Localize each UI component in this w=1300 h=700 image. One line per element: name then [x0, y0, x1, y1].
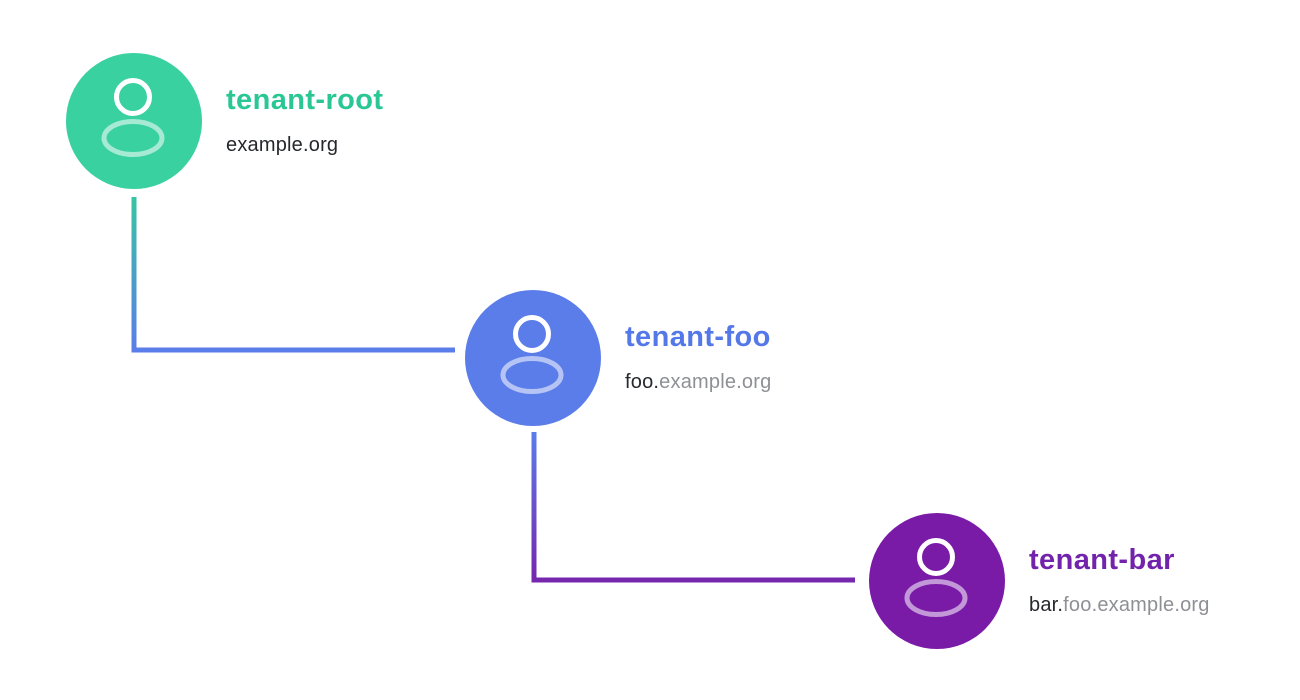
- user-icon-body: [500, 356, 564, 394]
- tenant-labels: tenant-foo foo.example.org: [625, 320, 771, 395]
- tenant-name-label: tenant-foo: [625, 320, 771, 353]
- tenant-labels: tenant-bar bar.foo.example.org: [1029, 543, 1210, 618]
- tenant-domain-suffix: foo.example.org: [1063, 594, 1210, 617]
- user-icon: [101, 78, 165, 157]
- tenant-domain-label: bar.foo.example.org: [1029, 594, 1210, 617]
- tenant-node-tenant-bar: tenant-bar bar.foo.example.org: [869, 513, 1210, 649]
- tenant-domain-prefix: bar.: [1029, 594, 1064, 617]
- tenant-labels: tenant-root example.org: [226, 83, 384, 158]
- user-icon: [904, 538, 968, 617]
- user-icon-body: [904, 579, 968, 617]
- user-avatar: [465, 290, 601, 426]
- tenant-node-tenant-root: tenant-root example.org: [66, 53, 383, 189]
- tenant-domain-prefix: example.org: [226, 134, 339, 157]
- tenant-domain-suffix: example.org: [659, 371, 772, 394]
- tenant-domain-label: foo.example.org: [625, 371, 771, 394]
- tenant-domain-prefix: foo.: [625, 371, 660, 394]
- tenant-name-label: tenant-root: [226, 83, 384, 116]
- connector-tenant-root-to-tenant-foo: [131, 197, 455, 353]
- tenant-domain-label: example.org: [226, 134, 383, 157]
- tenant-name-label: tenant-bar: [1029, 543, 1175, 576]
- user-avatar: [869, 513, 1005, 649]
- tenant-node-tenant-foo: tenant-foo foo.example.org: [465, 290, 771, 426]
- user-icon-head: [513, 315, 551, 353]
- user-icon: [500, 315, 564, 394]
- user-icon-body: [101, 119, 165, 157]
- connector-tenant-foo-to-tenant-bar: [531, 432, 855, 583]
- user-icon-head: [917, 538, 955, 576]
- user-icon-head: [114, 78, 152, 116]
- user-avatar: [66, 53, 202, 189]
